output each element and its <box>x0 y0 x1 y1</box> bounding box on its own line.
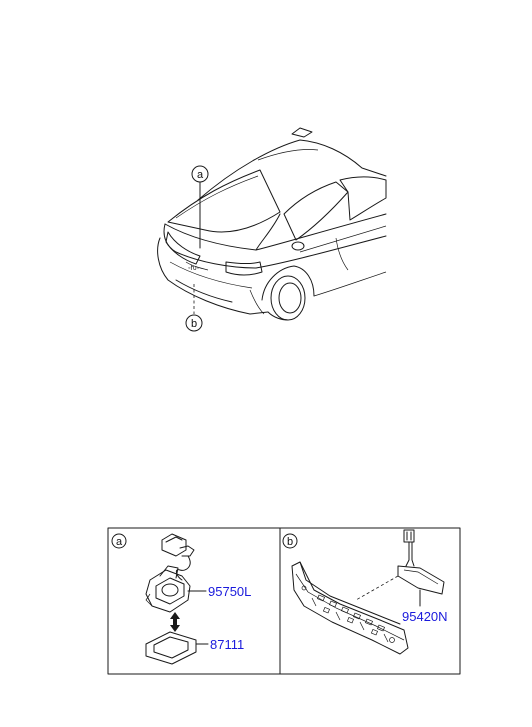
part-number-95750L: 95750L <box>208 584 251 599</box>
callout-a: a <box>191 165 209 249</box>
camera-connector <box>161 533 195 557</box>
rear-panel-member <box>291 561 409 655</box>
parking-sensor-unit-95420N <box>397 565 445 595</box>
part-number-95420N: 95420N <box>402 609 448 624</box>
panel-a-letter: a <box>116 536 123 548</box>
callout-b: b <box>185 284 203 332</box>
double-arrow-icon <box>170 612 180 632</box>
detail-panels <box>107 527 461 675</box>
rear-camera-95750L <box>145 565 191 613</box>
part-number-87111: 87111 <box>210 637 244 652</box>
rear-emblem: ◦ƕ◦ <box>188 265 199 272</box>
callout-b-label: b <box>191 318 197 330</box>
panel-b: b 95420N <box>282 529 448 655</box>
callout-a-label: a <box>197 169 204 181</box>
gasket-87111 <box>145 631 197 665</box>
sensor-connector <box>403 529 415 567</box>
panel-b-letter: b <box>287 536 293 548</box>
panel-a: a 95750L 8711 <box>111 533 251 665</box>
car-rear-view: ◦ƕ◦ <box>157 127 387 321</box>
